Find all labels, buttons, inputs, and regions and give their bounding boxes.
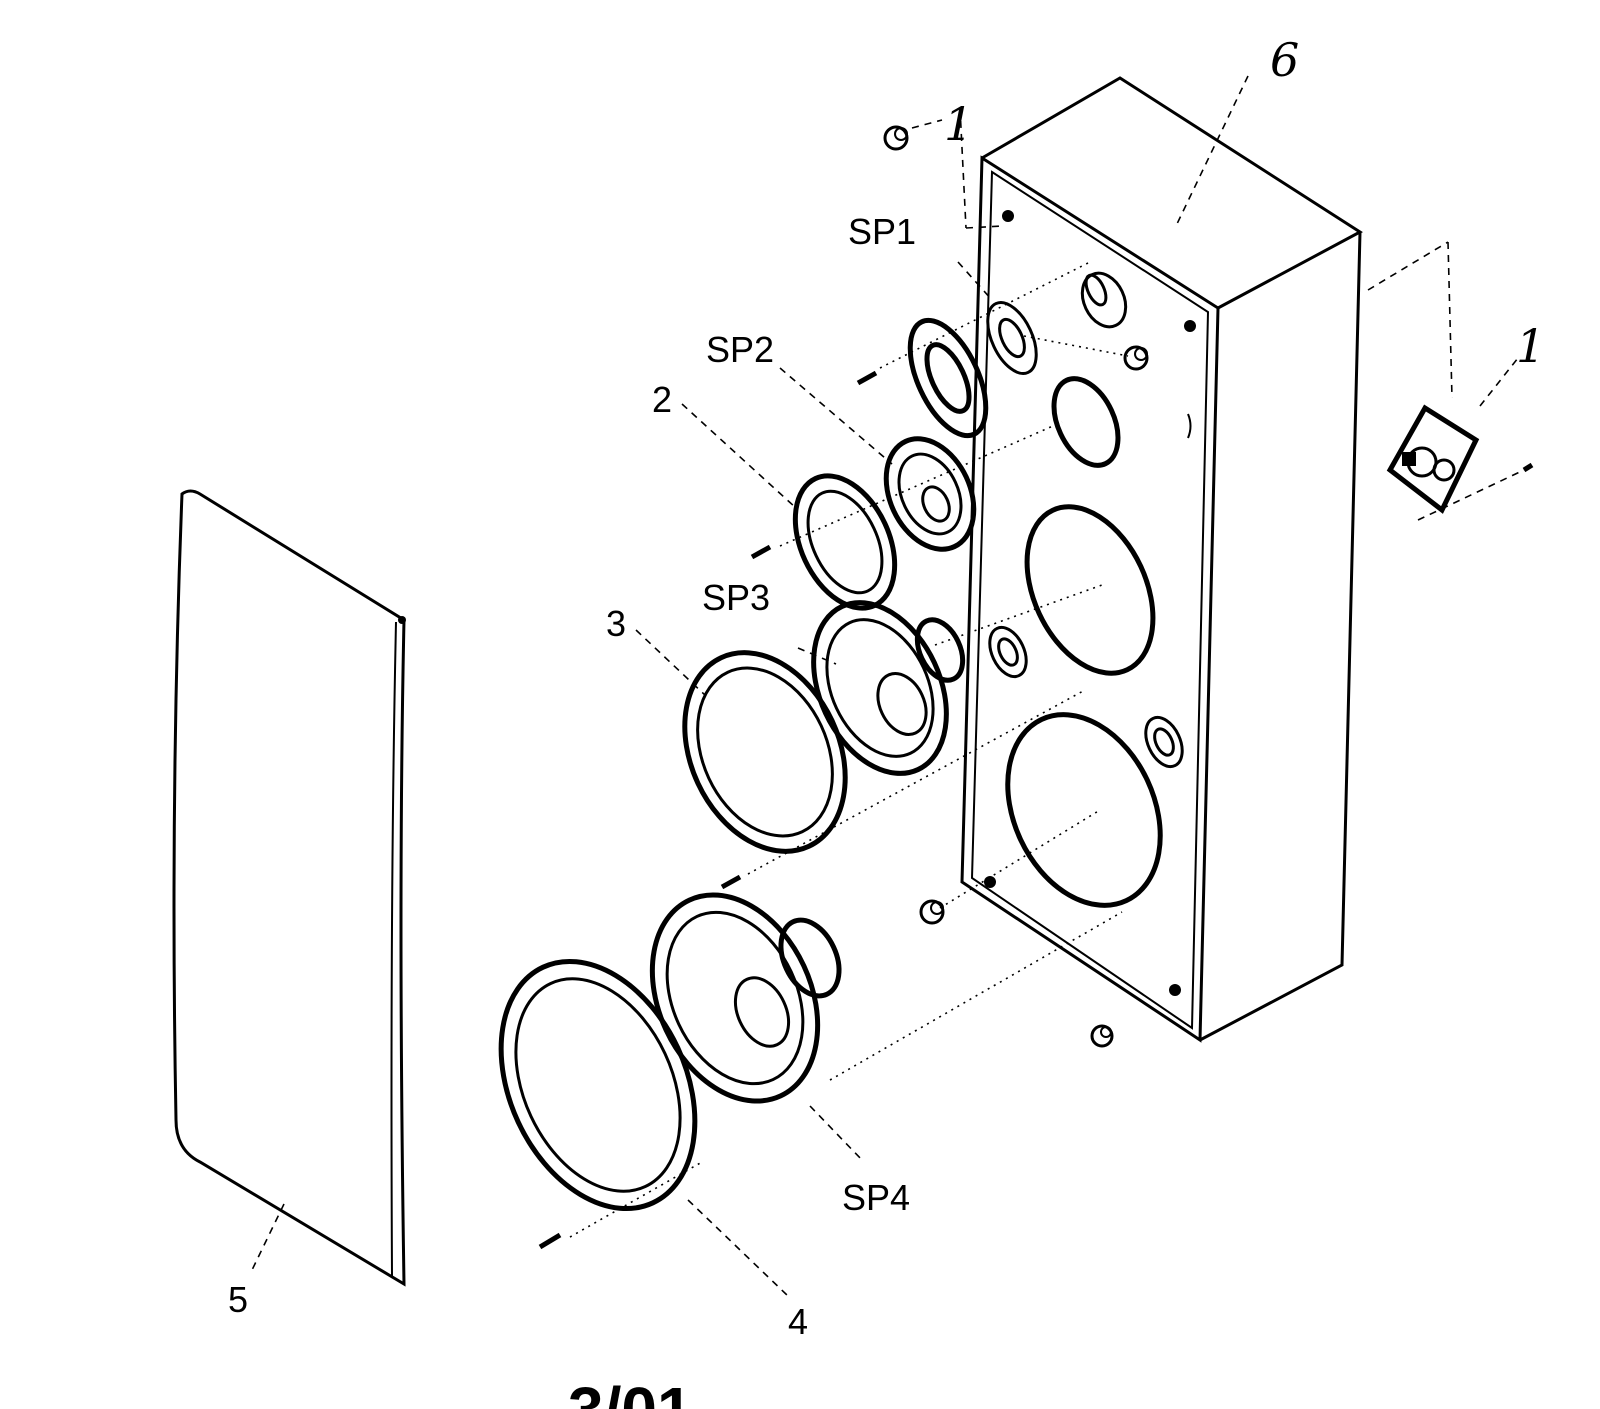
cabinet [960, 76, 1363, 1043]
label-2: 2 [652, 379, 672, 420]
woofer-sp3 [682, 600, 966, 854]
label-3: 3 [606, 603, 626, 644]
label-1-right: 1 [1516, 319, 1545, 373]
label-sp1: SP1 [848, 211, 916, 252]
label-sp4: SP4 [842, 1177, 910, 1218]
footer-date: 3/01 [568, 1374, 693, 1409]
part-labels: SP1 SP2 SP3 SP4 2 3 4 5 6 1 1 3/01 [228, 33, 1545, 1409]
label-4: 4 [788, 1301, 808, 1342]
label-6: 6 [1270, 33, 1299, 87]
label-5: 5 [228, 1279, 248, 1320]
grille-panel [172, 489, 406, 1287]
woofer-sp4 [498, 892, 842, 1212]
tweeter-sp1 [907, 273, 1108, 439]
label-sp3: SP3 [702, 577, 770, 618]
label-sp2: SP2 [706, 329, 774, 370]
leader-lines [251, 75, 1525, 1297]
midrange-sp2 [792, 436, 977, 611]
terminal-plate [1386, 404, 1480, 514]
label-1-top: 1 [944, 97, 973, 151]
hardware [538, 125, 1534, 1250]
